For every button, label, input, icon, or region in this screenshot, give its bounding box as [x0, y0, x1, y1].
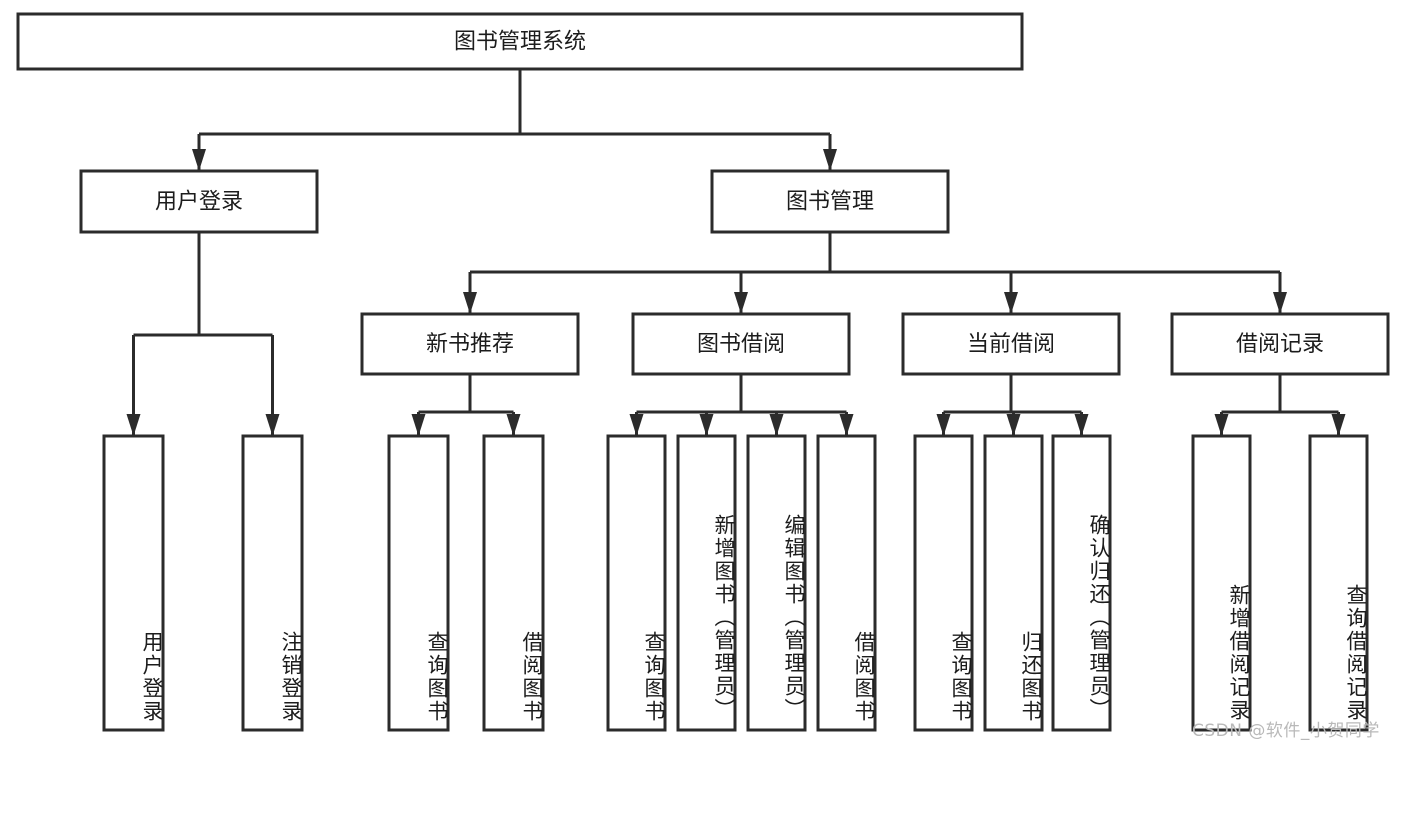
node-leaf-borrow-book[interactable]	[816, 434, 877, 732]
node-box-borrow-record[interactable]	[1170, 312, 1390, 376]
node-box-leaf-return-book[interactable]	[983, 434, 1044, 732]
node-user-login[interactable]: 用户登录	[79, 169, 319, 234]
arrow-head-icon-book-manage-3	[1273, 292, 1287, 314]
node-label-user-login: 用户登录	[155, 190, 243, 215]
arrow-head-icon-book-manage-2	[1004, 292, 1018, 314]
arrow-head-icon-user-login-1	[265, 414, 280, 436]
csdn-watermark: CSDN @软件_小贺同学	[1192, 721, 1380, 741]
node-box-book-borrow[interactable]	[631, 312, 851, 376]
arrow-head-icon-book-manage-1	[734, 292, 748, 314]
node-label-root: 图书管理系统	[454, 30, 586, 55]
node-leaf-add-borrow-record[interactable]	[1191, 434, 1252, 732]
arrow-head-icon-user-login-0	[126, 414, 141, 436]
node-box-book-manage[interactable]	[710, 169, 950, 234]
node-root[interactable]: 图书管理系统	[16, 12, 1024, 71]
arrow-head-icon-root-0	[192, 149, 206, 171]
arrow-head-icon-l3-book-borrow-0	[629, 414, 644, 436]
node-label-new-book-recommend: 新书推荐	[426, 332, 514, 357]
node-borrow-record[interactable]: 借阅记录	[1170, 312, 1390, 376]
node-label-borrow-record: 借阅记录	[1236, 332, 1324, 357]
node-leaf-query-book-rec[interactable]	[387, 434, 450, 732]
flowchart-canvas: 图书管理系统用户登录图书管理新书推荐图书借阅当前借阅借阅记录 用户登录注销登录查…	[16, 12, 1390, 741]
node-book-borrow[interactable]: 图书借阅	[631, 312, 851, 376]
node-leaf-query-book-borrow[interactable]	[606, 434, 667, 732]
arrow-head-icon-root-1	[823, 149, 837, 171]
node-box-leaf-confirm-return-admin[interactable]	[1051, 434, 1112, 732]
node-label-book-borrow: 图书借阅	[697, 332, 785, 357]
node-box-leaf-query-book-rec[interactable]	[387, 434, 450, 732]
node-box-leaf-query-borrow-record[interactable]	[1308, 434, 1369, 732]
node-box-user-login[interactable]	[79, 169, 319, 234]
node-leaf-return-book[interactable]	[983, 434, 1044, 732]
node-leaf-user-login[interactable]	[102, 434, 165, 732]
node-leaf-user-logout[interactable]	[241, 434, 304, 732]
node-box-root[interactable]	[16, 12, 1024, 71]
node-book-manage[interactable]: 图书管理	[710, 169, 950, 234]
node-box-leaf-add-book-admin[interactable]	[676, 434, 737, 732]
node-box-current-borrow[interactable]	[901, 312, 1121, 376]
node-label-book-manage: 图书管理	[786, 190, 874, 215]
node-box-leaf-query-book-borrow[interactable]	[606, 434, 667, 732]
node-leaf-edit-book-admin[interactable]	[746, 434, 807, 732]
arrow-head-icon-l3-book-borrow-1	[699, 414, 714, 436]
node-leaf-borrow-book-rec[interactable]	[482, 434, 545, 732]
arrow-head-icon-l3-borrow-record-0	[1214, 414, 1229, 436]
arrow-head-icon-l3-book-borrow-3	[839, 414, 854, 436]
node-box-leaf-edit-book-admin[interactable]	[746, 434, 807, 732]
arrow-head-icon-l3-current-borrow-1	[1006, 414, 1021, 436]
arrow-head-icon-l3-borrow-record-1	[1331, 414, 1346, 436]
node-box-leaf-user-logout[interactable]	[241, 434, 304, 732]
node-box-leaf-user-login[interactable]	[102, 434, 165, 732]
node-leaf-confirm-return-admin[interactable]	[1051, 434, 1112, 732]
arrow-head-icon-l3-current-borrow-2	[1074, 414, 1089, 436]
node-current-borrow[interactable]: 当前借阅	[901, 312, 1121, 376]
node-box-leaf-borrow-book-rec[interactable]	[482, 434, 545, 732]
node-box-leaf-add-borrow-record[interactable]	[1191, 434, 1252, 732]
node-leaf-add-book-admin[interactable]	[676, 434, 737, 732]
connectors-layer	[126, 69, 1346, 436]
arrow-head-icon-l3-new-book-recommend-1	[506, 414, 521, 436]
node-box-leaf-borrow-book[interactable]	[816, 434, 877, 732]
arrow-head-icon-l3-book-borrow-2	[769, 414, 784, 436]
node-leaf-query-borrow-record[interactable]	[1308, 434, 1369, 732]
node-new-book-recommend[interactable]: 新书推荐	[360, 312, 580, 376]
node-leaf-query-book-cur[interactable]	[913, 434, 974, 732]
node-box-new-book-recommend[interactable]	[360, 312, 580, 376]
arrow-head-icon-l3-current-borrow-0	[936, 414, 951, 436]
arrow-head-icon-book-manage-0	[463, 292, 477, 314]
node-box-leaf-query-book-cur[interactable]	[913, 434, 974, 732]
arrow-head-icon-l3-new-book-recommend-0	[411, 414, 426, 436]
node-label-current-borrow: 当前借阅	[967, 332, 1055, 357]
